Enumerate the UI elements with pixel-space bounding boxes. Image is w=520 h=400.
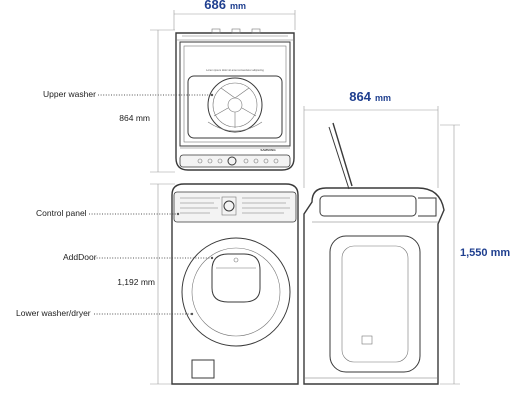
lower-washer-drawing [171,183,299,385]
lid-text: Lorem ipsum dolor sit amet consectetur a… [206,68,264,72]
depth-value: 864 [349,89,371,104]
upper-height-dimension: 864 mm [119,29,175,173]
side-view-drawing [303,122,445,385]
total-height-dimension: 1,550 mm [440,124,510,385]
depth-dimension: 864 mm [303,89,439,188]
callout-control-panel: Control panel [36,208,180,218]
callout-upper-washer-label: Upper washer [43,89,96,99]
total-height-label: 1,550 mm [460,247,510,259]
upper-brand: SAMSUNG [260,148,276,152]
upper-height-label: 864 mm [119,113,150,123]
callout-lower-washer-dryer-label: Lower washer/dryer [16,308,91,318]
callout-control-panel-label: Control panel [36,208,87,218]
callout-add-door: AddDoor [63,252,214,262]
lower-height-dimension: 1,192 mm [117,183,175,385]
width-unit: mm [230,1,246,11]
lower-height-label: 1,192 mm [117,277,155,287]
width-value: 686 [204,0,226,12]
callout-lower-washer-dryer: Lower washer/dryer [16,308,194,318]
open-lid [332,122,353,187]
width-dimension: 686 mm [173,0,296,30]
depth-unit: mm [375,93,391,103]
callout-upper-washer: Upper washer [43,89,214,99]
upper-washer-drawing: Lorem ipsum dolor sit amet consectetur a… [175,28,295,171]
callout-add-door-label: AddDoor [63,252,97,262]
